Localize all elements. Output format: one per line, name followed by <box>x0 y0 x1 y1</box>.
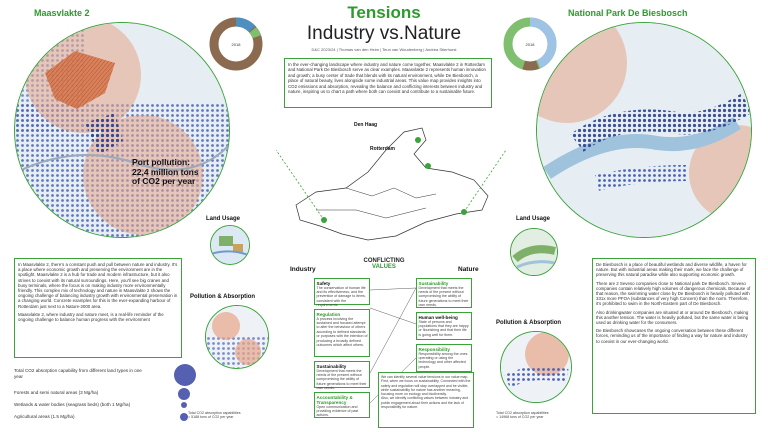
nature-value-responsibility: Responsibility Responsibility among the … <box>416 344 472 372</box>
left-map-circle <box>14 22 230 238</box>
industry-value-sustainability: Sustainability Development that meets th… <box>314 361 370 391</box>
right-land-usage-map <box>510 228 558 276</box>
conflicting-values-heading: CONFLICTING VALUES <box>344 258 424 270</box>
credits: D&C 2023/24 | Thomas van den Heim | Teun… <box>311 47 457 52</box>
right-title: National Park De Biesbosch <box>568 8 688 18</box>
page-subtitle: Industry vs.Nature <box>306 23 462 44</box>
right-total-absorption: Total CO2 absorption capabilities = 1496… <box>496 411 549 420</box>
legend-total: Total CO2 absorption capability from dif… <box>14 368 142 379</box>
values-label: VALUES <box>372 264 396 270</box>
left-total-absorption: Total CO2 absorption capabilities = 5188… <box>188 411 241 420</box>
left-absorption-map <box>205 305 269 369</box>
industry-value-desc: The conservation of human life and its e… <box>316 285 366 308</box>
industry-value-name: Accountability & Transparency <box>316 394 353 405</box>
nature-value-desc: Responsibility among the ones operating … <box>418 351 468 369</box>
center-intro-box: In the ever-changing landscape where ind… <box>284 58 492 108</box>
right-text-1: De Biesbosch is a place of beautiful wet… <box>596 262 747 278</box>
left-land-usage-map <box>210 225 250 265</box>
right-text-3: Also drinkingwater companies are situate… <box>596 309 749 326</box>
industry-value-name: Regulation <box>316 311 341 317</box>
left-donut-year: 2018 <box>232 42 242 47</box>
right-text-4: De Biesbosch showcases the ongoing conve… <box>596 328 748 344</box>
left-intro-text: In Maasvlakte 2, there's a constant push… <box>18 262 178 309</box>
center-footnote-box: We can identify several value tensions i… <box>378 372 474 428</box>
left-land-usage-title: Land Usage <box>206 216 241 222</box>
right-map-circle <box>536 22 752 238</box>
city-rotterdam: Rotterdam <box>370 146 396 152</box>
header: Tensions Industry vs.Nature D&C 2023/24 … <box>0 3 768 53</box>
left-pollution-label: Port pollution: 22,4 million tons of CO2… <box>132 157 199 186</box>
center-footnote: We can identify several value tensions i… <box>381 375 471 410</box>
industry-value-regulation: Regulation A process involving the susta… <box>314 309 370 357</box>
industry-value-desc: A process involving the sustained and fo… <box>316 316 368 347</box>
legend-forest: Forests and semi natural areas (3 Mg/ha) <box>14 390 99 395</box>
page-title: Tensions <box>347 3 421 22</box>
right-land-usage-title: Land Usage <box>516 216 551 222</box>
industry-value-accountability: Accountability & Transparency Open commu… <box>314 392 370 418</box>
left-outro-text: Maasvlakte 2, where industry and nature … <box>18 311 164 323</box>
center-intro-text: In the ever-changing landscape where ind… <box>288 62 486 95</box>
left-donut-chart: 2018 <box>209 17 263 71</box>
nature-value-name: Human well-being <box>418 314 458 320</box>
industry-value-name: Safety <box>316 280 331 286</box>
nature-value-name: Sustainability <box>418 280 449 286</box>
legend-total-dot <box>174 364 196 386</box>
nature-value-wellbeing: Human well-being State of persons and po… <box>416 312 472 340</box>
legend-wetland-dot <box>181 402 187 408</box>
industry-value-desc: Open communication and providing evidenc… <box>316 404 359 418</box>
nature-value-desc: Development that meets the needs of the … <box>418 285 469 308</box>
industry-heading: Industry <box>290 266 316 273</box>
legend-forest-dot <box>178 388 190 400</box>
netherlands-map <box>276 127 506 241</box>
legend-wetland: Wetlands & water bodies (seagrass beds) … <box>14 402 131 407</box>
right-donut-year: 2018 <box>526 42 536 47</box>
right-donut-chart: 2018 <box>503 17 557 71</box>
nature-value-desc: State of persons and populations that th… <box>418 319 469 337</box>
left-pollution-absorption-title: Pollution & Absorption <box>190 294 256 300</box>
conflicting-label: CONFLICTING <box>363 258 405 264</box>
nature-value-sustainability: Sustainability Development that meets th… <box>416 278 472 308</box>
city-den-haag: Den Haag <box>354 122 378 128</box>
right-text-2: There are 2 Seveso companies close to Na… <box>596 280 751 307</box>
legend-agri: Agricultural areas (1.5 Mg/ha) <box>14 414 75 419</box>
right-text-box: De Biesbosch is a place of beautiful wet… <box>592 258 756 414</box>
right-pollution-absorption-title: Pollution & Absorption <box>496 320 562 326</box>
industry-value-desc: Development that meets the needs of the … <box>316 368 367 391</box>
industry-value-safety: Safety The conservation of human life an… <box>314 278 370 308</box>
nature-heading: Nature <box>458 266 479 273</box>
right-absorption-map <box>500 331 572 403</box>
left-intro-box: In Maasvlakte 2, there's a constant push… <box>14 258 182 358</box>
left-title: Maasvlakte 2 <box>34 8 90 18</box>
industry-value-name: Sustainability <box>316 363 347 369</box>
nature-value-name: Responsibility <box>418 346 450 352</box>
legend-agri-dot <box>180 413 188 421</box>
